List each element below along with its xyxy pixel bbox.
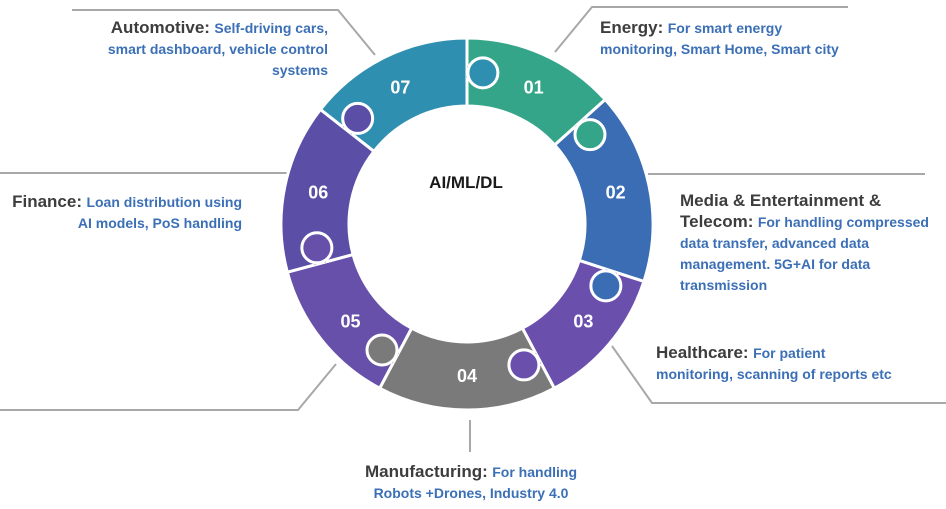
label-energy-description: For smart energy monitoring, Smart Home,… bbox=[600, 20, 839, 57]
label-healthcare-description: For patient monitoring, scanning of repo… bbox=[656, 345, 892, 382]
label-finance-heading: Finance: bbox=[12, 192, 82, 211]
puzzle-tab-05 bbox=[300, 231, 334, 265]
segment-number-04: 04 bbox=[457, 366, 477, 386]
label-energy-heading: Energy: bbox=[600, 18, 664, 37]
label-manufacturing-description: For handling Robots +Drones, Industry 4.… bbox=[373, 464, 577, 501]
segment-numbers: 01 02 03 04 05 06 07 bbox=[308, 77, 625, 386]
label-healthcare: Healthcare: For patient monitoring, scan… bbox=[656, 343, 896, 385]
label-energy: Energy: For smart energy monitoring, Sma… bbox=[600, 18, 840, 60]
center-title: AI/ML/DL bbox=[429, 173, 503, 192]
label-automotive-description: Self-driving cars, smart dashboard, vehi… bbox=[107, 20, 328, 78]
segment-number-05: 05 bbox=[341, 312, 361, 332]
segment-number-06: 06 bbox=[308, 182, 328, 202]
leader-line-energy bbox=[554, 6, 848, 53]
label-media-description: For handling compressed data transfer, a… bbox=[680, 214, 929, 293]
segment-number-01: 01 bbox=[524, 77, 544, 97]
segment-number-07: 07 bbox=[390, 77, 410, 97]
label-media: Media & Entertainment & Telecom: For han… bbox=[680, 191, 942, 296]
leader-line-05 bbox=[0, 363, 337, 411]
label-media-heading: Media & Entertainment & Telecom: bbox=[680, 191, 882, 231]
label-automotive: Automotive: Self-driving cars, smart das… bbox=[100, 18, 328, 81]
puzzle-tab-01 bbox=[573, 118, 607, 152]
segment-number-02: 02 bbox=[606, 182, 626, 202]
label-healthcare-heading: Healthcare: bbox=[656, 343, 749, 362]
label-finance: Finance: Loan distribution using AI mode… bbox=[10, 192, 242, 234]
puzzle-tab-07 bbox=[466, 56, 500, 90]
leader-line-automotive bbox=[72, 9, 376, 56]
label-automotive-heading: Automotive: bbox=[110, 18, 210, 37]
leader-lines bbox=[0, 6, 946, 452]
puzzle-tab-02 bbox=[589, 269, 623, 303]
puzzle-tab-06 bbox=[341, 101, 375, 135]
puzzle-tabs bbox=[300, 56, 623, 382]
segment-number-03: 03 bbox=[573, 312, 593, 332]
label-manufacturing: Manufacturing: For handling Robots +Dron… bbox=[340, 462, 602, 504]
label-manufacturing-heading: Manufacturing: bbox=[365, 462, 488, 481]
ring-segments bbox=[279, 36, 655, 412]
puzzle-tab-04 bbox=[365, 333, 399, 367]
label-finance-description: Loan distribution using AI models, PoS h… bbox=[77, 194, 242, 231]
leader-line-healthcare bbox=[611, 345, 946, 404]
puzzle-tab-03 bbox=[507, 348, 541, 382]
